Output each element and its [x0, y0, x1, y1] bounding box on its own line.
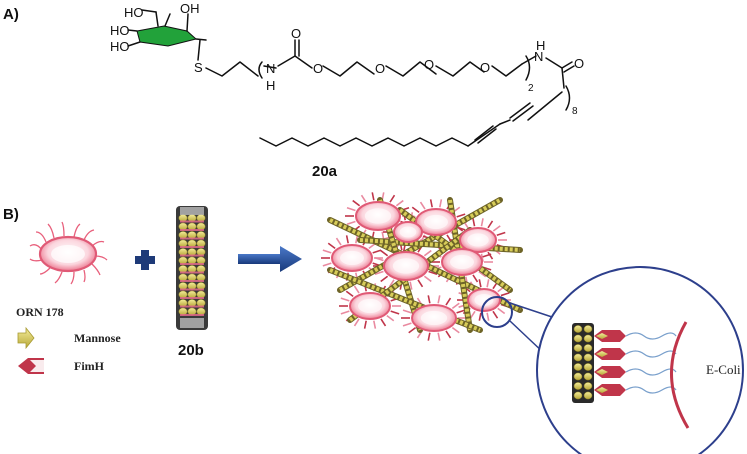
atom-o-4: O: [424, 57, 434, 72]
ecoli-membrane: [670, 321, 690, 429]
reaction-arrow-icon: [238, 246, 302, 272]
atom-o-2: O: [313, 61, 323, 76]
subscript-8: 8: [572, 106, 578, 117]
atom-ho-3: HO: [110, 39, 130, 54]
bacterium-label: ORN 178: [16, 305, 64, 319]
atom-n-2: N: [534, 49, 543, 64]
panel-a-label: A): [3, 6, 19, 23]
atom-o-1: O: [291, 26, 301, 41]
bacteria-aggregate-cluster: [321, 192, 523, 341]
legend-fimh-label: FimH: [74, 359, 105, 373]
atom-oh-1: OH: [180, 1, 200, 16]
inset-zoom-view: E-Coli: [536, 266, 744, 454]
legend-mannose-label: Mannose: [74, 331, 121, 345]
atom-s: S: [194, 60, 203, 75]
atom-o-6: O: [574, 56, 584, 71]
mannose-sugar-structure: HO OH HO HO: [110, 1, 207, 61]
panel-b-label: B): [3, 206, 19, 223]
linker-chain: S N H O O O O O 2 H N O 8: [194, 26, 584, 180]
glyco-nanotube-icon: [176, 206, 208, 330]
atom-n-1: N: [266, 61, 275, 76]
atom-ho-2: HO: [110, 23, 130, 38]
bacterium-icon: [29, 221, 108, 285]
atom-ho-1: HO: [124, 5, 144, 20]
mannose-icon: [17, 326, 35, 350]
atom-h-2: H: [536, 38, 545, 53]
compound-20a-label: 20a: [312, 163, 338, 180]
legend-mannose: Mannose: [17, 326, 121, 350]
atom-h-1: H: [266, 78, 275, 93]
atom-o-5: O: [480, 60, 490, 75]
inset-ecoli-label: E-Coli: [706, 362, 741, 377]
legend-fimh: FimH: [18, 358, 105, 374]
compound-20b-label: 20b: [178, 342, 204, 359]
subscript-2: 2: [528, 83, 534, 94]
plus-icon: [135, 250, 155, 270]
atom-o-3: O: [375, 61, 385, 76]
inset-nanotube: [572, 323, 594, 403]
